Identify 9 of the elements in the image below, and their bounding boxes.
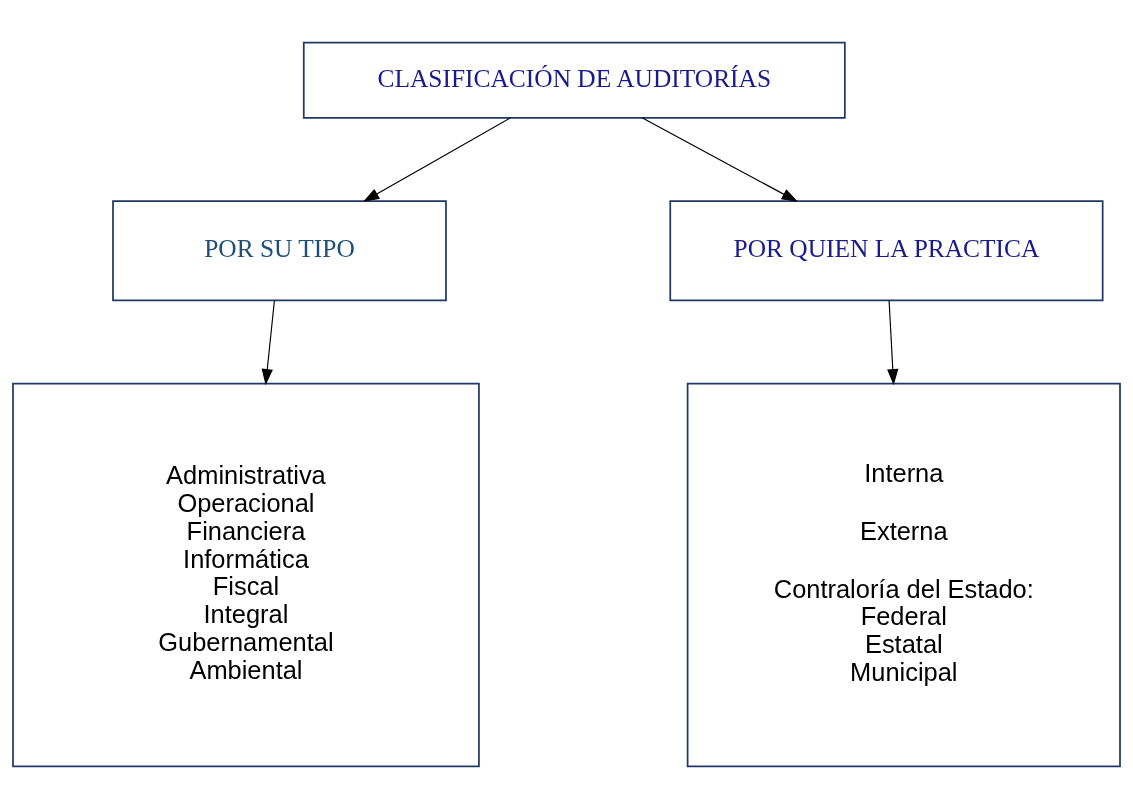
node-box: Interna Externa Contraloría del Estado: Federal Estatal Municipal: [686, 382, 1121, 768]
arrow: [261, 300, 275, 386]
node-box: POR SU TIPO: [112, 200, 447, 302]
node-box: POR QUIEN LA PRACTICA: [669, 200, 1104, 302]
arrow: [363, 117, 511, 202]
arrow: [887, 300, 899, 386]
node-box: CLASIFICACIÓN DE AUDITORÍAS: [302, 41, 846, 119]
arrow: [641, 117, 798, 202]
node-box: Administrativa Operacional Financiera Informática Fiscal Integral Gubernamental Ambiental: [12, 382, 480, 768]
